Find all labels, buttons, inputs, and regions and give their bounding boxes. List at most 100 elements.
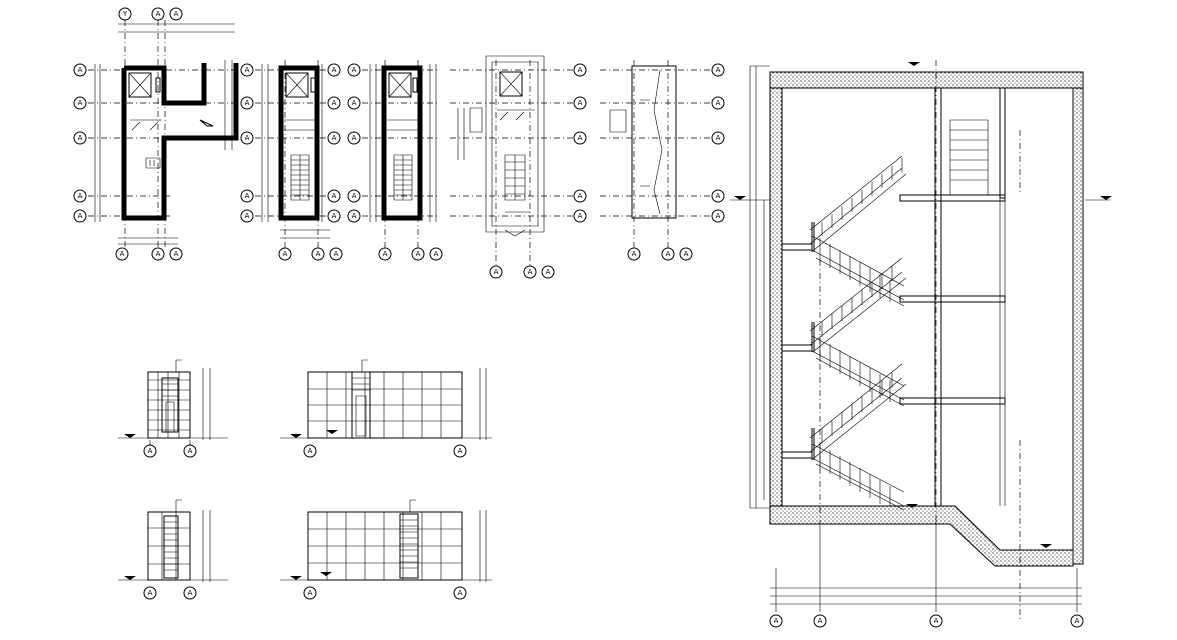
floor-plan-1: Y A A A A A A A A A A	[73, 7, 239, 261]
grid-bubble: A	[347, 63, 361, 77]
grid-bubble: A	[411, 247, 425, 261]
svg-text:A: A	[818, 617, 823, 625]
svg-text:A: A	[578, 192, 583, 200]
svg-text:Y: Y	[122, 10, 128, 18]
svg-text:A: A	[352, 192, 357, 200]
grid-bubble: A	[627, 247, 641, 261]
grid-bubble: A	[453, 586, 467, 600]
elevation-1: A A	[118, 359, 228, 458]
grid-bubble: A	[169, 7, 183, 21]
grid-bubble: A	[347, 189, 361, 203]
svg-text:A: A	[308, 589, 313, 597]
grid-bubble: A	[711, 189, 725, 203]
floor-plan-3: A A A A A A A A	[347, 60, 443, 261]
grid-bubble: A	[711, 63, 725, 77]
grid-bubble: A	[311, 247, 325, 261]
svg-text:A: A	[352, 134, 357, 142]
grid-bubble: A	[240, 189, 254, 203]
svg-text:A: A	[332, 66, 337, 74]
svg-text:A: A	[416, 250, 421, 258]
svg-text:A: A	[245, 192, 250, 200]
svg-text:A: A	[528, 268, 533, 276]
svg-text:A: A	[156, 10, 161, 18]
svg-text:A: A	[188, 447, 193, 455]
svg-text:A: A	[1075, 617, 1080, 625]
svg-text:A: A	[332, 192, 337, 200]
svg-text:A: A	[458, 589, 463, 597]
grid-bubble: A	[378, 247, 392, 261]
floor-plan-5: A A A A A A A A	[600, 60, 725, 261]
grid-bubble: A	[240, 63, 254, 77]
svg-text:A: A	[332, 212, 337, 220]
svg-text:A: A	[308, 447, 313, 455]
svg-text:A: A	[78, 99, 83, 107]
grid-bubble: A	[711, 209, 725, 223]
svg-text:A: A	[434, 250, 439, 258]
grid-bubble: A	[73, 63, 87, 77]
svg-text:A: A	[174, 250, 179, 258]
grid-bubble: A	[573, 189, 587, 203]
grid-bubble: A	[541, 265, 555, 279]
grid-bubble: A	[813, 614, 827, 628]
svg-text:A: A	[245, 134, 250, 142]
grid-bubble: A	[327, 209, 341, 223]
svg-text:A: A	[148, 589, 153, 597]
svg-text:A: A	[316, 250, 321, 258]
svg-text:A: A	[334, 250, 339, 258]
grid-bubble: A	[347, 131, 361, 145]
elevation-3: A A	[118, 499, 228, 600]
svg-text:A: A	[352, 66, 357, 74]
svg-text:A: A	[78, 192, 83, 200]
svg-text:A: A	[383, 250, 388, 258]
grid-bubble: A	[661, 247, 675, 261]
grid-bubble: A	[240, 131, 254, 145]
svg-text:A: A	[245, 99, 250, 107]
grid-bubble: A	[303, 586, 317, 600]
svg-text:A: A	[352, 99, 357, 107]
elevation-4: A A	[280, 499, 492, 600]
grid-bubble: Y	[118, 7, 132, 21]
svg-text:A: A	[578, 134, 583, 142]
grid-bubble: A	[929, 614, 943, 628]
grid-bubble: A	[183, 444, 197, 458]
svg-text:A: A	[666, 250, 671, 258]
grid-bubble: A	[329, 247, 343, 261]
grid-bubble: A	[240, 96, 254, 110]
grid-bubble: A	[327, 96, 341, 110]
grid-bubble: A	[303, 444, 317, 458]
grid-bubble: A	[453, 444, 467, 458]
grid-bubble: A	[115, 247, 129, 261]
svg-text:A: A	[716, 66, 721, 74]
svg-text:A: A	[774, 617, 779, 625]
svg-text:A: A	[716, 192, 721, 200]
svg-text:A: A	[78, 66, 83, 74]
grid-bubble: A	[73, 209, 87, 223]
grid-bubble: A	[278, 247, 292, 261]
svg-text:A: A	[578, 99, 583, 107]
svg-text:A: A	[578, 212, 583, 220]
grid-bubble: A	[73, 131, 87, 145]
grid-bubble: A	[711, 96, 725, 110]
floor-plan-2: A A A A A A A A A A A A A	[240, 60, 343, 261]
svg-text:A: A	[934, 617, 939, 625]
svg-text:A: A	[78, 134, 83, 142]
grid-bubble: A	[679, 247, 693, 261]
svg-text:A: A	[332, 99, 337, 107]
grid-bubble: A	[143, 586, 157, 600]
svg-text:A: A	[684, 250, 689, 258]
grid-bubble: A	[169, 247, 183, 261]
svg-text:A: A	[332, 134, 337, 142]
floor-plan-4: A A A A A A A A	[450, 55, 587, 279]
grid-bubble: A	[573, 209, 587, 223]
svg-text:A: A	[458, 447, 463, 455]
svg-text:A: A	[245, 212, 250, 220]
svg-text:A: A	[120, 250, 125, 258]
grid-bubble: A	[73, 189, 87, 203]
grid-bubble: A	[573, 63, 587, 77]
grid-bubble: A	[73, 96, 87, 110]
svg-text:A: A	[716, 134, 721, 142]
grid-bubble: A	[429, 247, 443, 261]
grid-bubble: A	[151, 7, 165, 21]
elevation-2: A A	[280, 359, 492, 458]
